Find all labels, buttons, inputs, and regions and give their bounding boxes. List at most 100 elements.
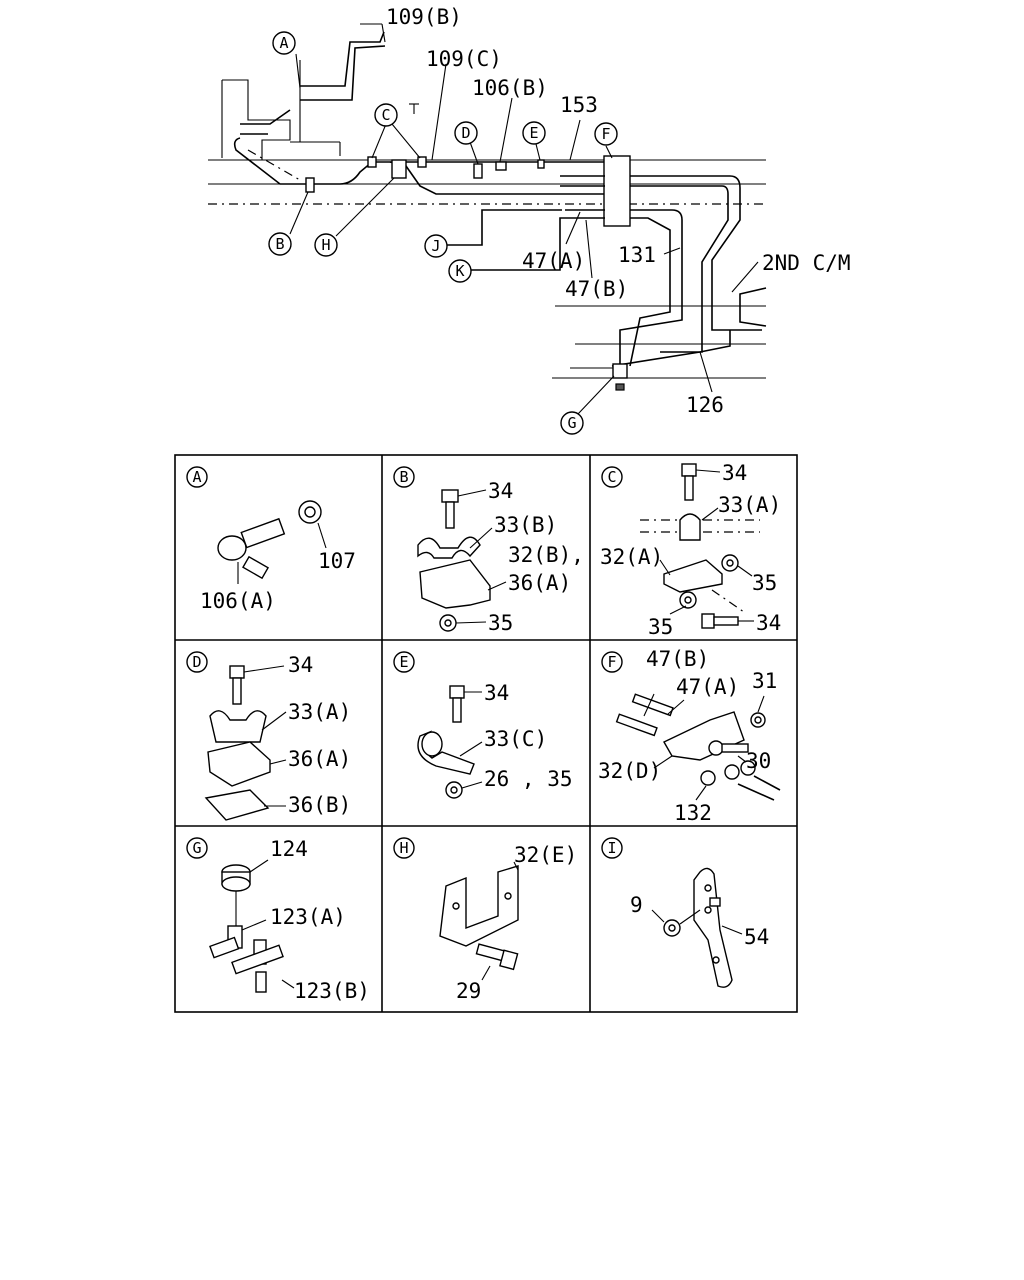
detail-b-label-35: 35 (488, 611, 513, 635)
detail-h-label-32e: 32(E) (514, 843, 577, 867)
ref-circle-b: B (268, 232, 292, 256)
detail-c-label-32a: 32(A) (600, 545, 663, 569)
ref-circle-c: C (374, 103, 398, 127)
bolt-34b-icon (701, 613, 739, 629)
ref-circle-a: A (272, 31, 296, 55)
bolt-30-icon (708, 740, 749, 756)
svg-text:H: H (321, 236, 330, 254)
ref-circle-h: H (314, 233, 338, 257)
ref-circle-j: J (424, 234, 448, 258)
bracket-54-icon (693, 867, 733, 988)
callout-109c: 109(C) (426, 47, 502, 71)
second-cm-housing (739, 287, 767, 327)
line-j (446, 209, 562, 246)
detail-i-ref: I (601, 837, 623, 859)
svg-text:F: F (607, 653, 616, 671)
nut-31-icon (750, 712, 766, 728)
detail-c-label-34: 34 (722, 461, 747, 485)
detail-d-label-33a: 33(A) (288, 700, 351, 724)
callout-106b: 106(B) (472, 76, 548, 100)
fitting-g (612, 363, 628, 379)
detail-g-label-123a: 123(A) (270, 905, 346, 929)
callout-153: 153 (560, 93, 598, 117)
detail-c-label-34b: 34 (756, 611, 781, 635)
svg-text:G: G (567, 414, 576, 432)
svg-text:E: E (399, 653, 408, 671)
detail-a-ref: A (186, 466, 208, 488)
ref-circle-k: K (448, 259, 472, 283)
bolt-icon (441, 489, 459, 529)
bolt-icon (449, 685, 465, 723)
nut-35-icon (721, 554, 739, 572)
detail-a-label-107: 107 (318, 549, 356, 573)
plate-36b-icon (204, 789, 270, 821)
hose-fitting-47b-icon (615, 693, 674, 737)
svg-text:J: J (431, 237, 440, 255)
ref-circle-g: G (560, 411, 584, 435)
detail-a: A 107 106(A) (186, 466, 356, 613)
detail-i: I 9 54 (601, 837, 769, 988)
nut-35b-icon (679, 591, 697, 609)
bracket-32e-icon (439, 865, 519, 947)
callout-47b: 47(B) (565, 277, 628, 301)
tee-fitting-icon (217, 517, 286, 580)
cross-123b-icon (231, 939, 284, 993)
detail-f: F 47(B) 47(A) 31 30 32(D) 132 (598, 647, 781, 825)
bolt-29-icon (475, 943, 519, 971)
nut-35-icon (445, 781, 463, 799)
detail-c-label-33a: 33(A) (718, 493, 781, 517)
bracket-32a-icon (663, 559, 723, 593)
clamp-33a-icon (209, 710, 267, 743)
detail-f-label-47a: 47(A) (676, 675, 739, 699)
callout-109b: 109(B) (386, 5, 462, 29)
svg-text:G: G (192, 839, 201, 857)
detail-c-ref: C (601, 466, 623, 488)
callout-131: 131 (618, 243, 656, 267)
nut-132-icon (700, 760, 756, 786)
nut-9-icon (663, 919, 681, 937)
detail-a-label-106a: 106(A) (200, 589, 276, 613)
svg-text:C: C (607, 468, 616, 486)
nut-107-icon (298, 500, 322, 524)
bracket-36a-icon (419, 559, 491, 609)
detail-h-ref: H (393, 837, 415, 859)
detail-f-label-47b: 47(B) (646, 647, 709, 671)
detail-grid-border (174, 454, 798, 1013)
tee-123a-icon (209, 925, 243, 959)
detail-d: D 34 33(A) 36(A) 36(B) (186, 651, 351, 821)
detail-f-label-132: 132 (674, 801, 712, 825)
detail-e-label-34: 34 (484, 681, 509, 705)
detail-f-label-32d: 32(D) (598, 759, 661, 783)
ref-circle-e: E (522, 121, 546, 145)
detail-f-label-30: 30 (746, 749, 771, 773)
nut-35-icon (439, 614, 457, 632)
detail-c-label-35b: 35 (648, 615, 673, 639)
svg-text:D: D (461, 124, 470, 142)
svg-text:I: I (607, 839, 616, 857)
svg-text:F: F (601, 125, 610, 143)
detail-f-label-31: 31 (752, 669, 777, 693)
ref-circle-d: D (454, 121, 478, 145)
svg-text:B: B (275, 235, 284, 253)
detail-grid (174, 454, 798, 1013)
detail-c-label-35a: 35 (752, 571, 777, 595)
detail-b-label-32b: 32(B), (508, 543, 584, 567)
detail-b-label-34: 34 (488, 479, 513, 503)
detail-e-ref: E (393, 651, 415, 673)
detail-e-label-33c: 33(C) (484, 727, 547, 751)
left-bracket (222, 79, 291, 160)
svg-text:A: A (279, 34, 288, 52)
detail-g: G 124 123(A) 123(B) (186, 837, 370, 1003)
clamp-33a-icon (679, 513, 701, 541)
clamp-33b-icon (417, 536, 481, 559)
fitting-c2 (417, 156, 427, 168)
detail-b-ref: B (393, 466, 415, 488)
bracket-32d-icon (663, 711, 745, 761)
cap-124-icon (221, 864, 251, 892)
bolt-icon (681, 463, 697, 501)
callout-126: 126 (686, 393, 724, 417)
fitting-106b (495, 161, 507, 171)
detail-b-label-33b: 33(B) (494, 513, 557, 537)
svg-text:H: H (399, 839, 408, 857)
